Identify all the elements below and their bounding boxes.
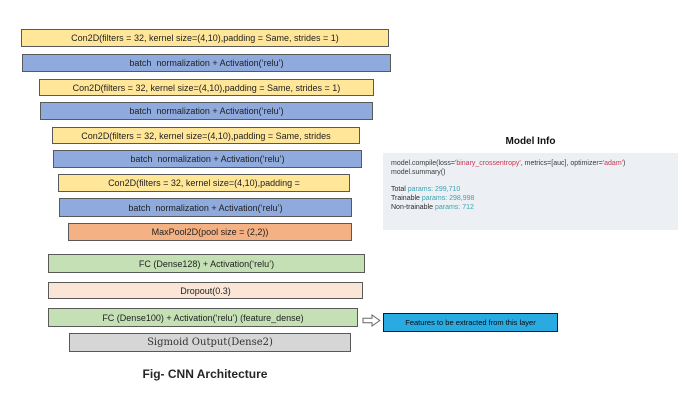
layer-dense-128: FC (Dense128) + Activation(‘relu’) [48, 254, 365, 273]
total-params-label: Total [391, 186, 408, 193]
layer-label: Con2D(filters = 32, kernel size=(4,10),p… [72, 82, 341, 93]
compile-suffix: ) [623, 160, 626, 167]
block-right-arrow-icon [362, 314, 381, 327]
layer-label: Sigmoid Output(Dense2) [147, 337, 273, 348]
model-compile-line: model.compile(loss='binary_crossentropy'… [391, 159, 670, 168]
layer-label: FC (Dense128) + Activation(‘relu’) [138, 258, 275, 269]
layer-label: MaxPool2D(pool size = (2,2)) [151, 227, 269, 237]
compile-prefix: model.compile(loss= [391, 160, 455, 167]
trainable-params-line: Trainable params: 298,998 [391, 194, 670, 203]
model-info-title: Model Info [505, 136, 556, 147]
non-trainable-params-line: Non-trainable params: 712 [391, 203, 670, 212]
layer-label: Dropout(0.3) [180, 285, 231, 296]
trainable-params-value: params: 298,998 [421, 195, 475, 202]
layer-conv2d-3: Con2D(filters = 32, kernel size=(4,10),p… [52, 127, 360, 144]
figure-caption: Fig- CNN Architecture [142, 367, 268, 381]
layer-conv2d-1: Con2D(filters = 32, kernel size=(4,10),p… [21, 29, 389, 47]
model-summary-line: model.summary() [391, 169, 446, 176]
layer-batchnorm-3: batch normalization + Activation(‘relu’) [53, 150, 362, 168]
total-params-value: params: 299,710 [407, 186, 461, 193]
compile-middle: , metrics=[auc], optimizer= [520, 160, 603, 167]
model-info-panel: model.compile(loss='binary_crossentropy'… [383, 153, 678, 230]
layer-label: batch normalization + Activation(‘relu’) [128, 202, 283, 213]
feature-extraction-callout: Features to be extracted from this layer [383, 313, 558, 332]
feature-extraction-label: Features to be extracted from this layer [405, 318, 536, 327]
layer-dense-100-feature-dense: FC (Dense100) + Activation(‘relu’) (feat… [48, 308, 358, 327]
layer-maxpool2d: MaxPool2D(pool size = (2,2)) [68, 223, 352, 241]
layer-label: Con2D(filters = 32, kernel size=(4,10),p… [71, 33, 339, 43]
layer-label: Con2D(filters = 32, kernel size=(4,10),p… [108, 178, 300, 188]
layer-conv2d-4: Con2D(filters = 32, kernel size=(4,10),p… [58, 174, 350, 192]
non-trainable-params-value: params: 712 [434, 204, 474, 211]
compile-loss-value: 'binary_crossentropy' [455, 160, 521, 167]
layer-sigmoid-output: Sigmoid Output(Dense2) [69, 333, 351, 352]
non-trainable-params-label: Non-trainable [391, 204, 435, 211]
panel-spacer [391, 177, 670, 185]
compile-optimizer-value: 'adam' [602, 160, 623, 167]
layer-dropout: Dropout(0.3) [48, 282, 363, 299]
trainable-params-label: Trainable [391, 195, 422, 202]
layer-batchnorm-1: batch normalization + Activation(‘relu’) [22, 54, 391, 72]
layer-batchnorm-4: batch normalization + Activation(‘relu’) [59, 198, 352, 217]
layer-label: batch normalization + Activation(‘relu’) [130, 154, 285, 164]
layer-batchnorm-2: batch normalization + Activation(‘relu’) [40, 102, 373, 120]
total-params-line: Total params: 299,710 [391, 185, 670, 194]
layer-conv2d-2: Con2D(filters = 32, kernel size=(4,10),p… [39, 79, 374, 96]
layer-label: batch normalization + Activation(‘relu’) [129, 58, 284, 68]
layer-label: Con2D(filters = 32, kernel size=(4,10),p… [81, 130, 331, 141]
layer-label: batch normalization + Activation(‘relu’) [129, 106, 284, 116]
layer-label: FC (Dense100) + Activation(‘relu’) (feat… [102, 312, 304, 323]
